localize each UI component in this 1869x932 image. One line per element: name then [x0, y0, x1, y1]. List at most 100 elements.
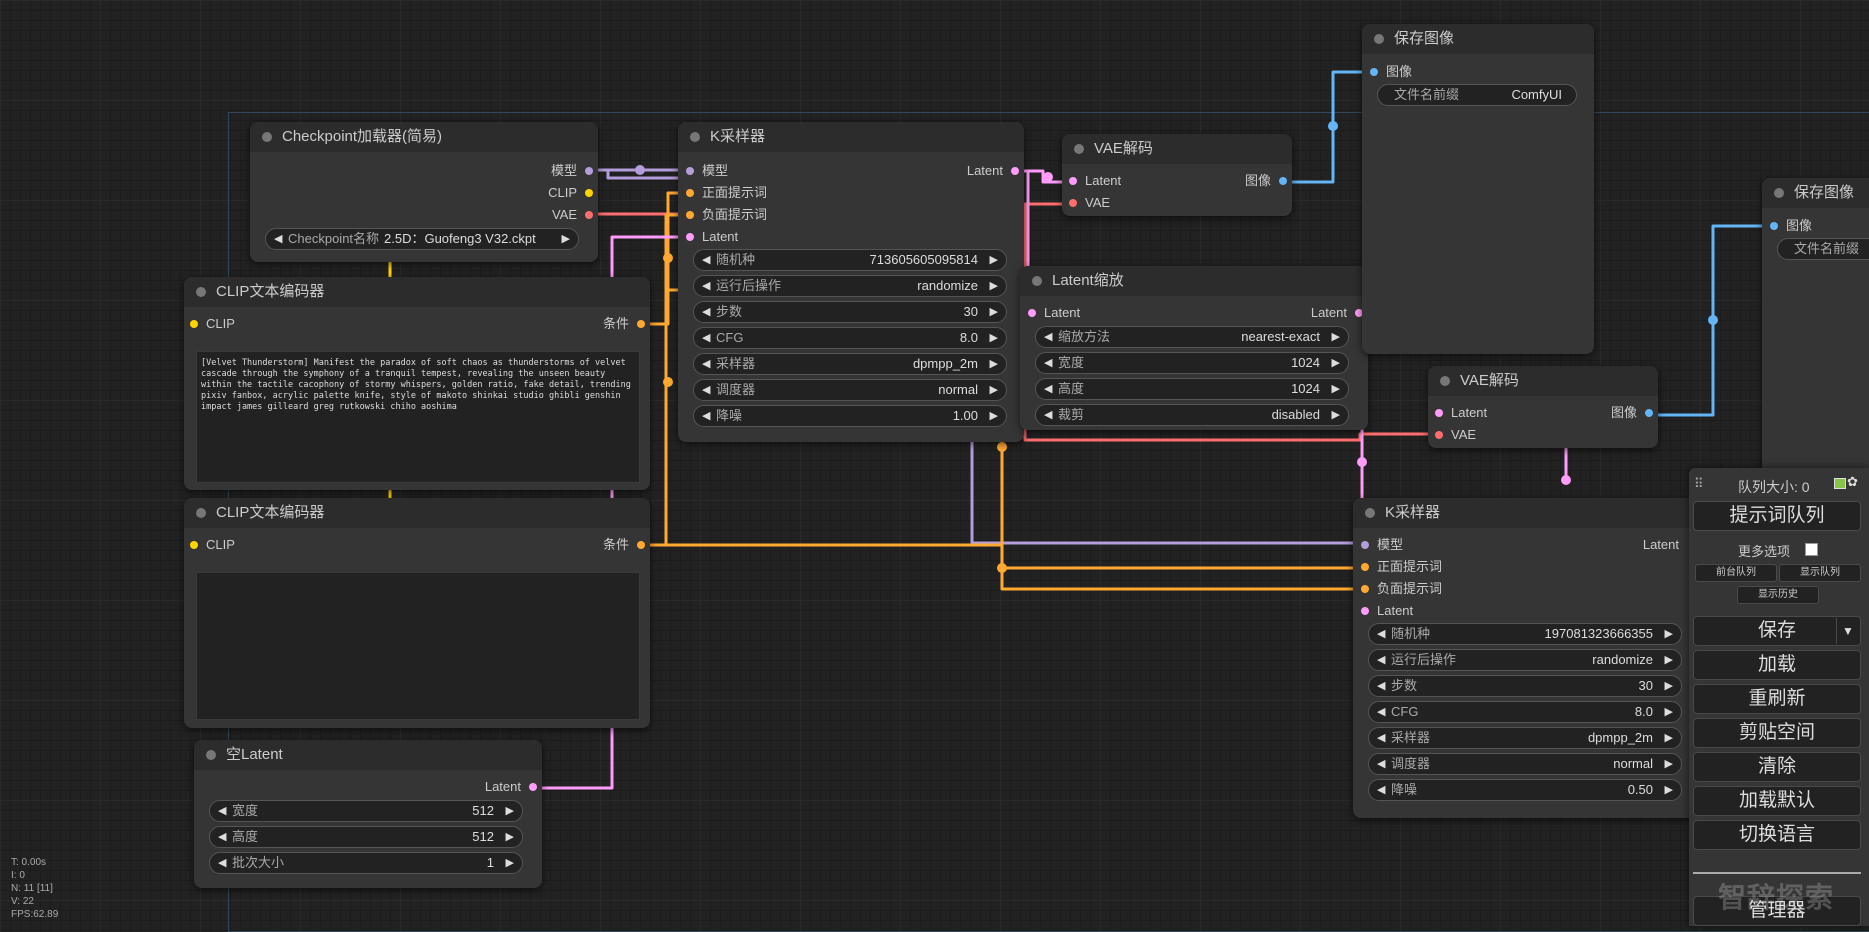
collapse-dot-icon[interactable]: [1365, 508, 1375, 518]
collapse-dot-icon[interactable]: [1374, 34, 1384, 44]
pin-icon[interactable]: [529, 782, 537, 791]
output-slot-image[interactable]: 图像: [1611, 404, 1653, 422]
pin-icon[interactable]: [686, 232, 694, 241]
output-slot-image[interactable]: 图像: [1245, 172, 1287, 190]
save-dropdown-icon[interactable]: ▼: [1836, 618, 1859, 644]
save-image-node-2[interactable]: 保存图像 图像 文件名前缀: [1762, 178, 1869, 478]
arrow-left-icon[interactable]: ◀: [1044, 409, 1053, 421]
arrow-right-icon[interactable]: ▶: [1331, 383, 1340, 395]
arrow-left-icon[interactable]: ◀: [702, 358, 711, 370]
pin-icon[interactable]: [1770, 221, 1778, 230]
arrow-right-icon[interactable]: ▶: [989, 280, 998, 292]
pin-icon[interactable]: [1069, 176, 1077, 185]
arrow-right-icon[interactable]: ▶: [989, 384, 998, 396]
checkpoint-loader-node[interactable]: Checkpoint加载器(简易) 模型 CLIP VAE ◀ Checkpoi…: [250, 122, 598, 262]
arrow-left-icon[interactable]: ◀: [1044, 331, 1053, 343]
queue-prompt-button[interactable]: 提示词队列: [1693, 501, 1861, 531]
arrow-right-icon[interactable]: ▶: [1664, 628, 1673, 640]
pin-icon[interactable]: [1645, 408, 1653, 417]
node-title[interactable]: VAE解码: [1428, 366, 1658, 396]
show-history-button[interactable]: 显示历史: [1737, 586, 1819, 604]
input-slot-clip[interactable]: CLIP: [190, 536, 235, 554]
input-slot-image[interactable]: 图像: [1370, 63, 1412, 81]
output-slot-conditioning[interactable]: 条件: [603, 536, 645, 554]
pin-icon[interactable]: [1279, 176, 1287, 185]
input-slot-positive[interactable]: 正面提示词: [686, 184, 767, 202]
arrow-right-icon[interactable]: ▶: [1331, 331, 1340, 343]
pin-icon[interactable]: [190, 540, 198, 549]
arrow-left-icon[interactable]: ◀: [702, 410, 711, 422]
arrow-right-icon[interactable]: ▶: [1664, 706, 1673, 718]
output-slot-clip[interactable]: CLIP: [548, 184, 593, 202]
node-title[interactable]: K采样器: [1353, 498, 1699, 528]
load-default-button[interactable]: 加载默认: [1693, 786, 1861, 816]
input-slot-latent[interactable]: Latent: [1361, 602, 1413, 620]
filename-prefix-widget[interactable]: 文件名前缀: [1777, 238, 1869, 260]
arrow-left-icon[interactable]: ◀: [1377, 680, 1386, 692]
arrow-right-icon[interactable]: ▶: [505, 831, 514, 843]
arrow-left-icon[interactable]: ◀: [702, 280, 711, 292]
pin-icon[interactable]: [585, 210, 593, 219]
show-queue-button[interactable]: 显示队列: [1779, 564, 1861, 582]
input-slot-clip[interactable]: CLIP: [190, 315, 235, 333]
checkpoint-name-widget[interactable]: ◀ Checkpoint名称 2.5D：Guofeng3 V32.ckpt ▶: [265, 228, 579, 250]
output-slot-vae[interactable]: VAE: [552, 206, 593, 224]
pin-icon[interactable]: [190, 319, 198, 328]
arrow-right-icon[interactable]: ▶: [1331, 357, 1340, 369]
arrow-left-icon[interactable]: ◀: [1044, 357, 1053, 369]
arrow-left-icon[interactable]: ◀: [702, 332, 711, 344]
pin-icon[interactable]: [1435, 430, 1443, 439]
node-title[interactable]: 保存图像: [1762, 178, 1869, 208]
pin-icon[interactable]: [1028, 308, 1036, 317]
node-title[interactable]: VAE解码: [1062, 134, 1292, 164]
arrow-right-icon[interactable]: ▶: [989, 254, 998, 266]
pin-icon[interactable]: [1011, 166, 1019, 175]
collapse-dot-icon[interactable]: [690, 132, 700, 142]
node-title[interactable]: Latent缩放: [1020, 266, 1368, 296]
input-slot-model[interactable]: 模型: [686, 162, 728, 180]
collapse-dot-icon[interactable]: [206, 750, 216, 760]
pin-icon[interactable]: [686, 210, 694, 219]
collapse-dot-icon[interactable]: [1440, 376, 1450, 386]
arrow-right-icon[interactable]: ▶: [989, 410, 998, 422]
pin-icon[interactable]: [686, 188, 694, 197]
node-title[interactable]: CLIP文本编码器: [184, 277, 650, 307]
node-title[interactable]: K采样器: [678, 122, 1024, 152]
node-title[interactable]: 保存图像: [1362, 24, 1594, 54]
pin-icon[interactable]: [585, 166, 593, 175]
pin-icon[interactable]: [1355, 308, 1363, 317]
pin-icon[interactable]: [1069, 198, 1077, 207]
clip-text-encode-node-1[interactable]: CLIP文本编码器 CLIP 条件 [Velvet Thunderstorm] …: [184, 277, 650, 490]
collapse-dot-icon[interactable]: [196, 508, 206, 518]
arrow-right-icon[interactable]: ▶: [1331, 409, 1340, 421]
arrow-right-icon[interactable]: ▶: [989, 358, 998, 370]
input-slot-vae[interactable]: VAE: [1069, 194, 1110, 212]
output-slot-latent[interactable]: Latent: [1311, 304, 1363, 322]
arrow-right-icon[interactable]: ▶: [1664, 654, 1673, 666]
pin-icon[interactable]: [1361, 606, 1369, 615]
pin-icon[interactable]: [1361, 540, 1369, 549]
save-button[interactable]: 保存: [1693, 616, 1861, 646]
pin-icon[interactable]: [1361, 562, 1369, 571]
pin-icon[interactable]: [1435, 408, 1443, 417]
negative-prompt-textarea[interactable]: [196, 572, 640, 720]
arrow-right-icon[interactable]: ▶: [989, 306, 998, 318]
clipspace-button[interactable]: 剪贴空间: [1693, 718, 1861, 748]
front-queue-button[interactable]: 前台队列: [1695, 564, 1777, 582]
arrow-left-icon[interactable]: ◀: [1377, 654, 1386, 666]
output-slot-conditioning[interactable]: 条件: [603, 315, 645, 333]
